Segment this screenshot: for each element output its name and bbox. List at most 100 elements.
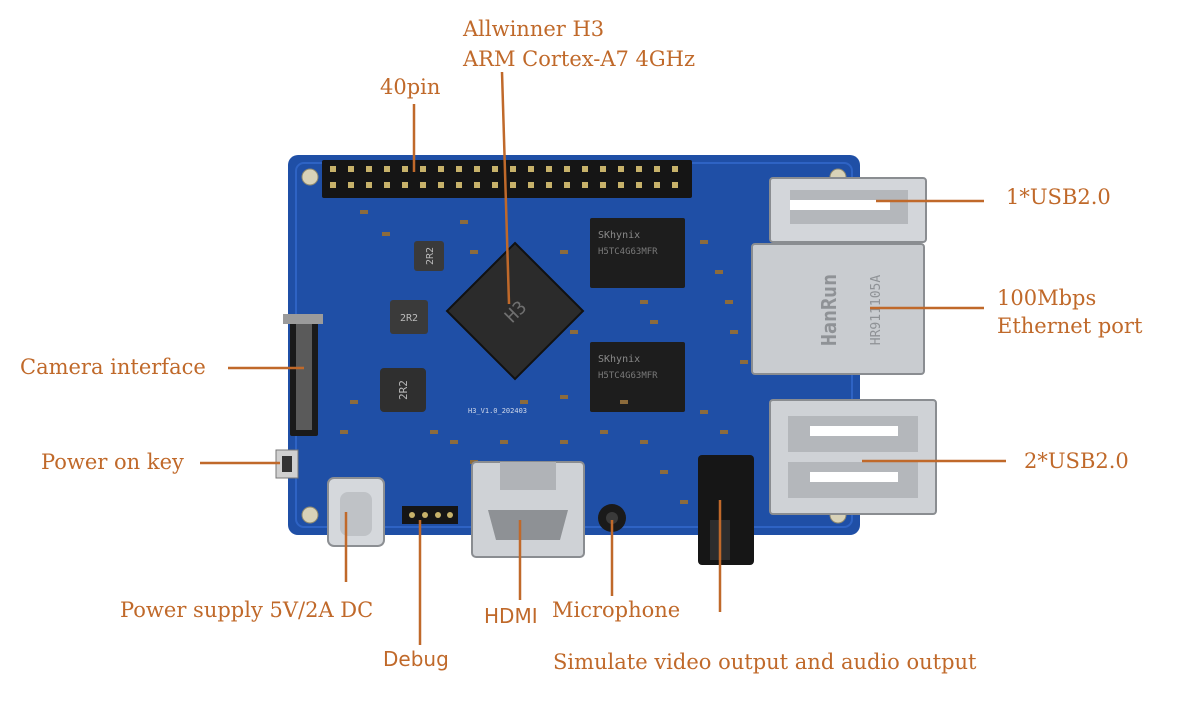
gpio-40pin-header bbox=[322, 160, 692, 198]
eth-part: HR911105A bbox=[869, 275, 884, 346]
board-revision: H3_V1.0_202403 bbox=[468, 407, 527, 415]
smd-part bbox=[560, 395, 568, 399]
inductor-marking: 2R2 bbox=[397, 380, 410, 400]
leader-soc bbox=[500, 71, 511, 305]
header-pin bbox=[672, 166, 678, 172]
smd-part bbox=[600, 430, 608, 434]
leader-lines bbox=[200, 71, 1006, 645]
smd-part bbox=[725, 300, 733, 304]
smd-part bbox=[460, 220, 468, 224]
smd-part bbox=[720, 430, 728, 434]
inductor: 2R2 bbox=[390, 300, 428, 334]
smd-part bbox=[560, 250, 568, 254]
hdmi-connector bbox=[471, 461, 585, 558]
ram-bottom-part: H5TC4G63MFR bbox=[598, 371, 658, 381]
microphone-component bbox=[598, 504, 626, 532]
header-pin bbox=[510, 166, 516, 172]
smd-part bbox=[350, 400, 358, 404]
header-pin bbox=[366, 166, 372, 172]
header-pin bbox=[600, 182, 606, 188]
header-pin bbox=[564, 182, 570, 188]
header-pin bbox=[672, 182, 678, 188]
header-pin bbox=[456, 182, 462, 188]
header-pin bbox=[636, 182, 642, 188]
smd-part bbox=[570, 330, 578, 334]
label-usb-dual: 2*USB2.0 bbox=[1024, 449, 1129, 473]
smd-part bbox=[715, 270, 723, 274]
label-microphone: Microphone bbox=[552, 598, 681, 622]
smd-part bbox=[430, 430, 438, 434]
header-pin bbox=[474, 166, 480, 172]
smd-part bbox=[382, 232, 390, 236]
power-key bbox=[275, 449, 299, 479]
header-pin bbox=[420, 166, 426, 172]
inductor: 2R2 bbox=[380, 368, 426, 412]
ram-chip-top: SKhynix H5TC4G63MFR bbox=[590, 218, 685, 288]
label-ethernet-line2: Ethernet port bbox=[997, 314, 1143, 338]
camera-connector bbox=[283, 314, 323, 436]
smd-part bbox=[640, 440, 648, 444]
inductor: 2R2 bbox=[414, 241, 444, 271]
header-pin bbox=[438, 166, 444, 172]
header-pin bbox=[384, 182, 390, 188]
inductor-marking: 2R2 bbox=[400, 313, 418, 324]
header-pin bbox=[402, 182, 408, 188]
smd-part bbox=[730, 330, 738, 334]
header-pin bbox=[348, 166, 354, 172]
header-pin bbox=[438, 182, 444, 188]
header-pin bbox=[564, 166, 570, 172]
smd-part bbox=[680, 500, 688, 504]
header-pin bbox=[582, 182, 588, 188]
label-40pin: 40pin bbox=[380, 75, 441, 99]
label-camera: Camera interface bbox=[20, 355, 206, 379]
smd-part bbox=[360, 210, 368, 214]
label-soc-line1: Allwinner H3 bbox=[463, 17, 605, 41]
usb-port-single bbox=[769, 177, 927, 243]
header-pin bbox=[636, 166, 642, 172]
header-pin bbox=[492, 182, 498, 188]
label-power-key: Power on key bbox=[41, 450, 184, 474]
ram-chip-bottom: SKhynix H5TC4G63MFR bbox=[590, 342, 685, 412]
label-power-supply: Power supply 5V/2A DC bbox=[120, 598, 374, 622]
smd-part bbox=[520, 400, 528, 404]
usb-port-dual bbox=[769, 399, 937, 515]
ethernet-port: HanRun HR911105A bbox=[751, 243, 925, 375]
header-pin bbox=[492, 166, 498, 172]
soc-chip: H3 bbox=[445, 241, 585, 381]
label-av-output: Simulate video output and audio output bbox=[553, 650, 977, 674]
ram-bottom-brand: SKhynix bbox=[598, 354, 640, 365]
ram-top-brand: SKhynix bbox=[598, 230, 640, 241]
header-pin bbox=[654, 182, 660, 188]
header-pin bbox=[420, 182, 426, 188]
header-pin bbox=[330, 166, 336, 172]
label-usb-single: 1*USB2.0 bbox=[1006, 185, 1111, 209]
header-pin bbox=[330, 182, 336, 188]
header-pin bbox=[474, 182, 480, 188]
smd-part bbox=[340, 430, 348, 434]
header-pin bbox=[600, 166, 606, 172]
inductor-marking: 2R2 bbox=[425, 247, 436, 265]
label-hdmi: HDMI bbox=[484, 604, 538, 628]
smd-part bbox=[450, 440, 458, 444]
mounting-hole bbox=[301, 168, 319, 186]
av-audio-jack bbox=[698, 455, 754, 565]
header-pin bbox=[366, 182, 372, 188]
smd-part bbox=[740, 360, 748, 364]
smd-part bbox=[700, 410, 708, 414]
header-pin bbox=[546, 182, 552, 188]
header-pin bbox=[618, 182, 624, 188]
smd-part bbox=[660, 470, 668, 474]
smd-part bbox=[500, 440, 508, 444]
ram-top-part: H5TC4G63MFR bbox=[598, 247, 658, 257]
header-pin bbox=[618, 166, 624, 172]
smd-part bbox=[560, 440, 568, 444]
header-pin bbox=[510, 182, 516, 188]
label-soc-line2: ARM Cortex-A7 4GHz bbox=[463, 47, 696, 71]
mounting-hole bbox=[301, 506, 319, 524]
header-pin bbox=[654, 166, 660, 172]
debug-header bbox=[402, 506, 458, 524]
header-pin bbox=[528, 166, 534, 172]
header-pin bbox=[582, 166, 588, 172]
